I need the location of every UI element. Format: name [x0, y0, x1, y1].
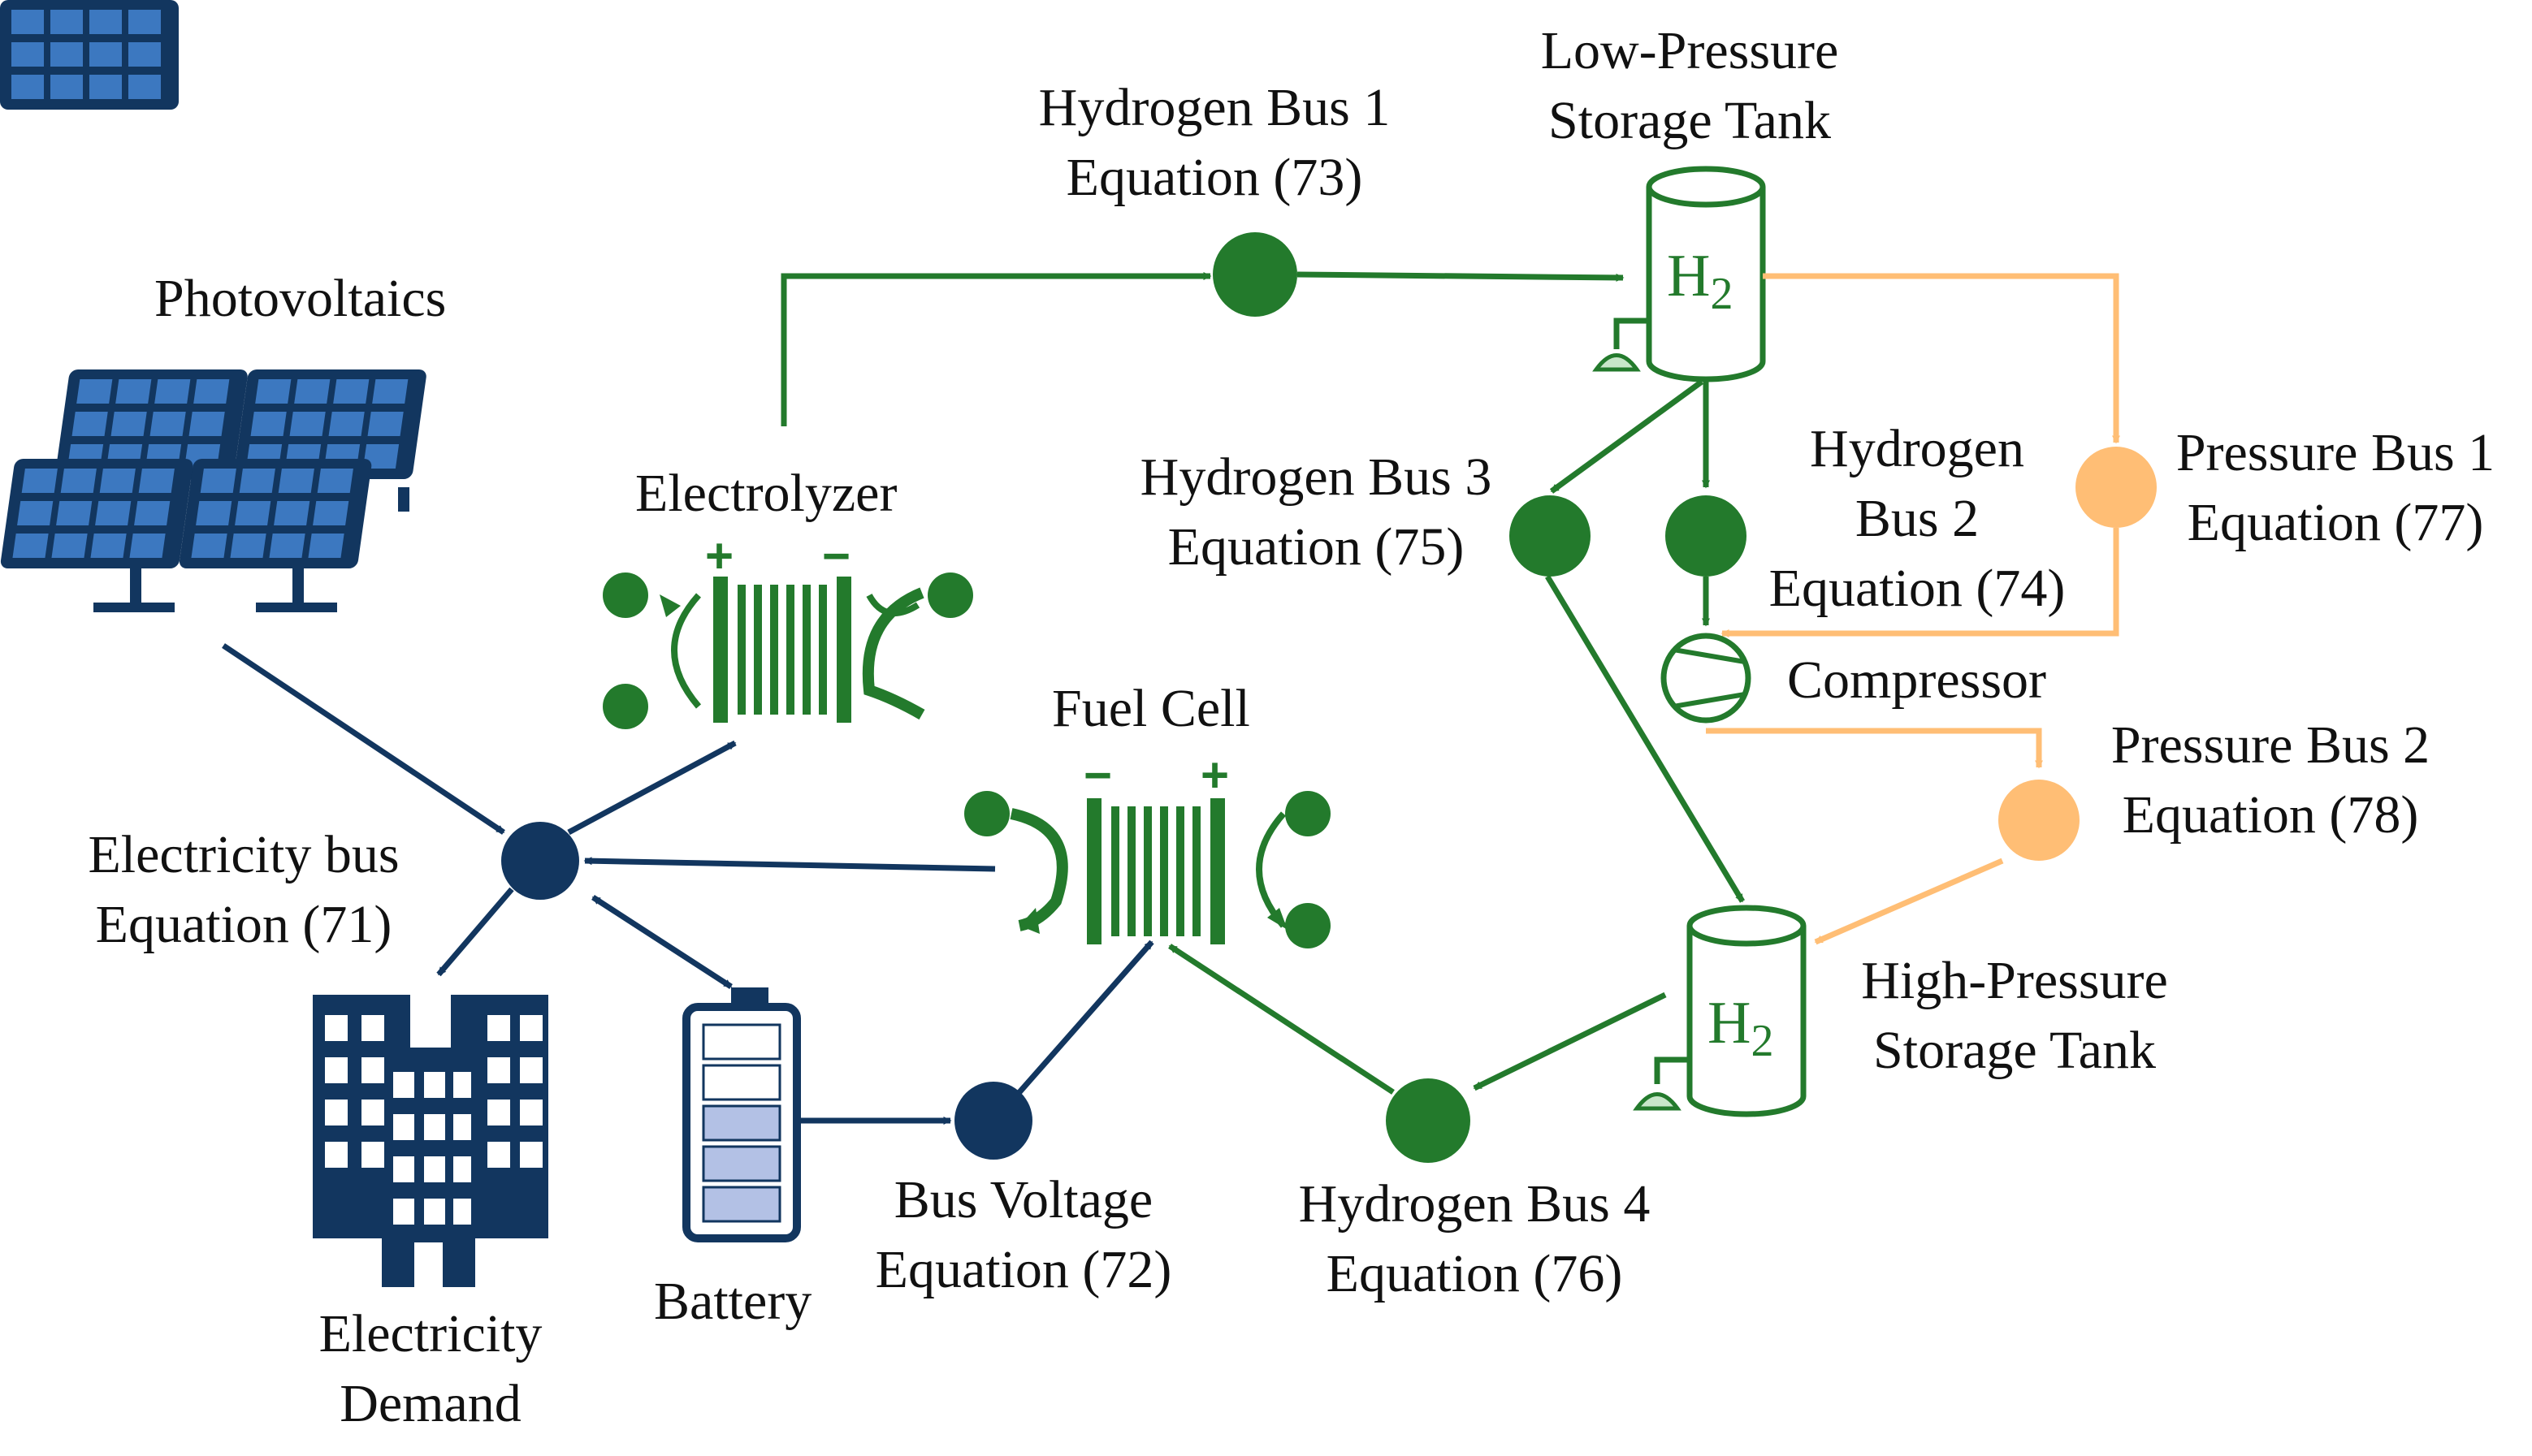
hydrogen-bus-3-label: Hydrogen Bus 3 Equation (75)	[1097, 443, 1535, 582]
pv-to-bus-arrow	[222, 643, 505, 835]
electricity-bus-label: Electricity bus Equation (71)	[49, 820, 439, 960]
electricity-demand-label: Electricity Demand	[268, 1299, 593, 1439]
hydrogen-bus-2-title: Hydrogen	[1810, 419, 2024, 478]
hydrogen-bus-3-equation: Equation (75)	[1167, 517, 1465, 577]
fuelcell-to-bus-arrow	[583, 857, 996, 872]
h2bus1-to-lptank-arrow	[1296, 271, 1625, 282]
hydrogen-bus-1-title: Hydrogen Bus 1	[1038, 78, 1391, 137]
electrolyzer-minus-sign: −	[822, 529, 851, 583]
pressure-bus-1-label: Pressure Bus 1 Equation (77)	[2157, 418, 2514, 558]
electricity-bus-equation: Equation (71)	[95, 895, 392, 954]
hydrogen-bus-1-equation: Equation (73)	[1066, 148, 1363, 207]
electrolyzer-label: Electrolyzer	[635, 464, 898, 523]
pressure-bus-2-label: Pressure Bus 2 Equation (78)	[2092, 711, 2449, 850]
electrolyzer-plus-sign: +	[705, 529, 734, 583]
high-pressure-tank-label: High-Pressure Storage Tank	[1828, 946, 2201, 1086]
compressor-icon	[1660, 633, 1751, 724]
photovoltaics-label: Photovoltaics	[154, 269, 447, 328]
electricity-bus-node	[501, 822, 579, 900]
hydrogen-bus-2-label: Hydrogen Bus 2 Equation (74)	[1738, 414, 2096, 624]
compressor-to-pressurebus2-arrow	[1706, 728, 2043, 769]
high-pressure-tank-subtitle: Storage Tank	[1873, 1021, 2156, 1080]
low-pressure-tank-h2-text: H2	[1667, 244, 1733, 326]
tank-subscript: 2	[1751, 1016, 1774, 1066]
tank-h-symbol: H	[1667, 243, 1711, 309]
electricity-demand-line2: Demand	[340, 1374, 522, 1433]
bus-voltage-label: Bus Voltage Equation (72)	[845, 1165, 1202, 1305]
hydrogen-bus-2-node	[1665, 495, 1746, 577]
bus-voltage-equation: Equation (72)	[875, 1240, 1172, 1299]
hydrogen-bus-2-subtitle: Bus 2	[1855, 489, 1980, 548]
pressure-bus-2-node	[1998, 780, 2080, 861]
battery-label: Battery	[654, 1272, 812, 1331]
low-pressure-tank-title: Low-Pressure	[1540, 21, 1839, 80]
bus-voltage-title: Bus Voltage	[894, 1170, 1153, 1229]
fuel-cell-stack-icon	[964, 791, 1331, 948]
bus-to-electrolyzer-arrow	[567, 740, 737, 836]
hydrogen-bus-3-title: Hydrogen Bus 3	[1140, 447, 1492, 507]
lptank-to-pressurebus1-arrow	[1763, 273, 2120, 444]
bus-to-demand-arrow	[436, 887, 514, 977]
hydrogen-bus-3-node	[1509, 495, 1591, 577]
h2bus4-to-fuelcell-arrow	[1168, 944, 1395, 1095]
hydrogen-tank-icon	[1633, 905, 1807, 1117]
h2bus3-to-hptank-arrow	[1544, 575, 1746, 903]
tank-h-symbol: H	[1707, 990, 1751, 1056]
tank-subscript: 2	[1710, 269, 1733, 319]
solar-panel-icon	[0, 0, 428, 612]
compressor-label: Compressor	[1787, 650, 2046, 710]
lptank-to-h2bus3-arrow	[1549, 379, 1704, 494]
hydrogen-bus-4-label: Hydrogen Bus 4 Equation (76)	[1263, 1169, 1686, 1309]
battery-icon	[682, 987, 801, 1242]
pressurebus1-to-compressor-arrow	[1720, 528, 2119, 637]
hydrogen-bus-4-title: Hydrogen Bus 4	[1298, 1174, 1651, 1233]
fuel-cell-plus-sign: +	[1201, 748, 1230, 802]
pressure-bus-1-title: Pressure Bus 1	[2175, 423, 2495, 482]
hydrogen-bus-2-equation: Equation (74)	[1768, 559, 2066, 618]
hydrogen-bus-4-node	[1386, 1078, 1470, 1163]
electricity-bus-title: Electricity bus	[88, 825, 400, 884]
electrolyzer-stack-icon	[603, 572, 973, 729]
pressure-bus-1-equation: Equation (77)	[2187, 493, 2484, 552]
low-pressure-tank-label: Low-Pressure Storage Tank	[1507, 16, 1872, 156]
buildings-icon	[313, 995, 548, 1287]
hptank-to-h2bus4-arrow	[1473, 992, 1667, 1091]
electricity-demand-line1: Electricity	[318, 1304, 543, 1363]
pressurebus2-to-hptank-arrow	[1814, 858, 2004, 945]
fuel-cell-minus-sign: −	[1084, 748, 1113, 802]
fuel-cell-label: Fuel Cell	[1052, 679, 1250, 738]
pressure-bus-2-equation: Equation (78)	[2122, 785, 2419, 845]
high-pressure-tank-h2-text: H2	[1707, 991, 1773, 1074]
pressure-bus-1-node	[2075, 447, 2157, 528]
busvoltage-to-fuelcell-arrow	[1017, 940, 1154, 1095]
pressure-bus-2-title: Pressure Bus 2	[2110, 715, 2430, 775]
low-pressure-tank-subtitle: Storage Tank	[1548, 91, 1831, 150]
hydrogen-bus-4-equation: Equation (76)	[1326, 1244, 1623, 1303]
bus-voltage-node	[954, 1082, 1032, 1160]
high-pressure-tank-title: High-Pressure	[1861, 951, 2168, 1010]
hydrogen-bus-1-node	[1213, 232, 1297, 317]
hydrogen-bus-1-label: Hydrogen Bus 1 Equation (73)	[995, 73, 1434, 213]
bus-battery-arrow	[591, 895, 733, 989]
electrolyzer-to-h2bus1-arrow	[781, 272, 1212, 426]
